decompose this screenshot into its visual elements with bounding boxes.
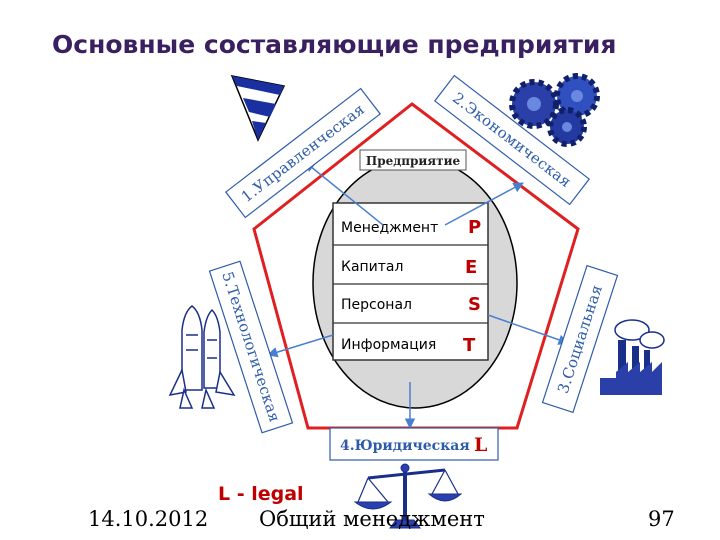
enterprise-label: Предприятие bbox=[366, 154, 461, 168]
band-legal: 4.Юридическая L bbox=[329, 427, 499, 461]
row-letter-t: T bbox=[463, 335, 476, 356]
footer-date: 14.10.2012 bbox=[88, 507, 209, 531]
band-legal-letter: L bbox=[474, 434, 487, 456]
row-letter-p: P bbox=[468, 217, 481, 238]
rows-box bbox=[332, 202, 489, 361]
enterprise-label-box bbox=[359, 149, 467, 171]
footer-page-number: 97 bbox=[648, 507, 675, 531]
row-letter-s: S bbox=[468, 294, 481, 315]
factory-icon bbox=[600, 319, 665, 395]
band-legal-label: 4.Юридическая bbox=[340, 438, 470, 454]
arrow-economic bbox=[444, 182, 524, 226]
slide-title: Основные составляющие предприятия bbox=[52, 30, 617, 59]
row-label-capital: Капитал bbox=[341, 259, 403, 275]
arrow-social bbox=[487, 314, 569, 345]
shuttle-icon bbox=[168, 305, 236, 409]
row-label-information: Информация bbox=[341, 337, 436, 353]
gears-icon bbox=[509, 73, 600, 147]
cone-icon bbox=[230, 75, 286, 142]
row-label-management: Менеджмент bbox=[341, 220, 438, 236]
legal-note: L - legal bbox=[218, 483, 304, 505]
row-letter-e: E bbox=[465, 257, 477, 278]
band-technological: 5.Технологическая bbox=[208, 260, 294, 434]
row-label-personnel: Персонал bbox=[341, 297, 412, 313]
footer-course: Общий менеджмент bbox=[259, 507, 485, 531]
arrow-technological bbox=[266, 334, 334, 358]
band-technological-label: 5.Технологическая bbox=[218, 269, 284, 424]
arrow-managerial bbox=[304, 161, 384, 226]
scales-icon bbox=[353, 463, 463, 529]
